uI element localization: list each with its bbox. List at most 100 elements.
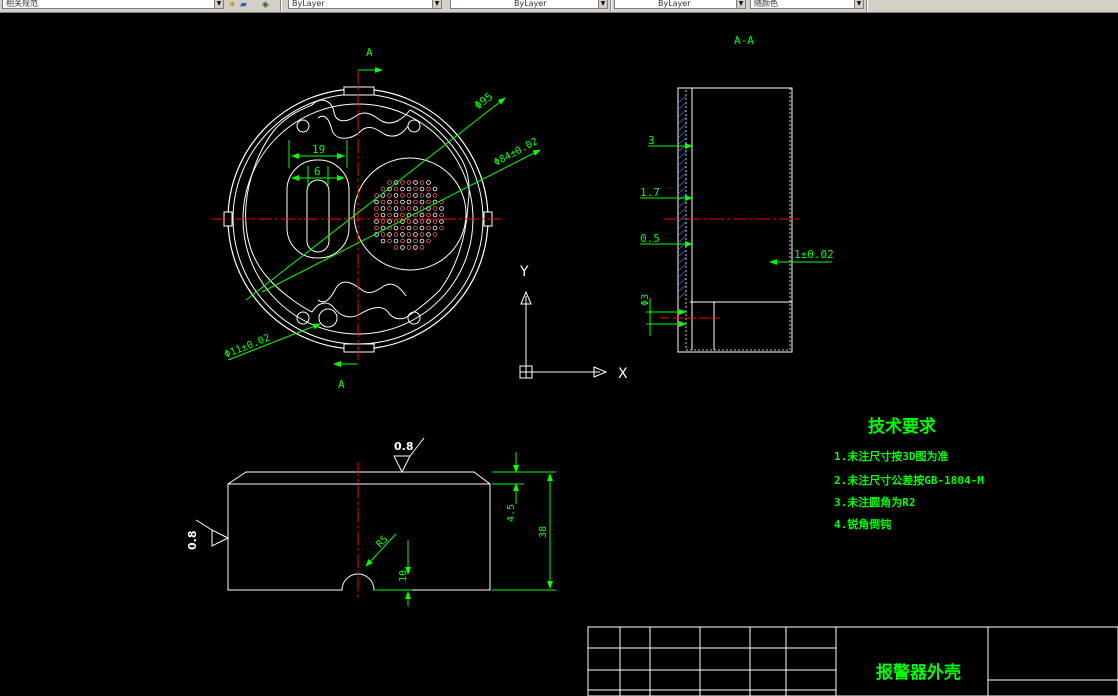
- speaker-hole: [380, 212, 386, 218]
- hatch-line: [678, 270, 687, 278]
- speaker-hole: [387, 232, 392, 237]
- tech-item: 2.未注尺寸公差按GB-1804-M: [834, 473, 984, 487]
- chevron-down-icon[interactable]: ▼: [598, 0, 607, 8]
- plotstyle-combo[interactable]: 随颜色 ▼: [750, 0, 864, 9]
- section-hatch: [678, 95, 687, 299]
- dim-3: 3: [648, 134, 655, 147]
- speaker-hole: [432, 212, 438, 218]
- color-combo[interactable]: ByLayer ▼: [288, 0, 442, 9]
- hatch-line: [678, 179, 687, 187]
- speaker-hole: [380, 219, 386, 224]
- speaker-hole: [406, 186, 412, 192]
- dim-38: 38: [538, 526, 549, 538]
- speaker-hole: [393, 193, 399, 198]
- tech-requirements: 技术要求 1.未注尺寸按3D图为准 2.未注尺寸公差按GB-1804-M 3.未…: [834, 416, 984, 531]
- layer-manager-icon[interactable]: ▰: [240, 0, 247, 10]
- speaker-hole: [432, 206, 438, 211]
- title-block: 报警器外壳: [587, 626, 1118, 696]
- tech-item: 3.未注圆角为R2: [834, 495, 916, 509]
- speaker-hole: [393, 225, 399, 231]
- speaker-hole: [419, 212, 425, 218]
- speaker-hole: [419, 225, 425, 231]
- speaker-hole: [387, 212, 392, 218]
- layer-state-icon[interactable]: ☀: [228, 0, 237, 10]
- section-inner-dashed: [685, 87, 791, 351]
- hatch-line: [678, 291, 687, 299]
- speaker-hole: [419, 238, 425, 244]
- text-style-combo[interactable]: 相关规范 ▼: [2, 0, 224, 9]
- chevron-down-icon[interactable]: ▼: [432, 0, 441, 8]
- speaker-hole: [387, 238, 392, 244]
- color-value: ByLayer: [292, 0, 325, 8]
- speaker-hole: [380, 238, 386, 244]
- speaker-hole: [406, 206, 412, 211]
- speaker-hole: [387, 206, 392, 211]
- chevron-down-icon[interactable]: ▼: [214, 0, 223, 8]
- speaker-hole: [406, 225, 412, 231]
- speaker-hole: [406, 219, 412, 224]
- speaker-hole-pattern: [374, 180, 444, 250]
- speaker-hole: [413, 206, 418, 211]
- lineweight-combo[interactable]: ByLayer ▼: [614, 0, 746, 9]
- phi11-hole: [318, 308, 338, 328]
- dim-6: 6: [314, 165, 321, 178]
- hatch-line: [678, 200, 687, 208]
- toolbar-separator: [866, 0, 868, 11]
- layer-previous-icon[interactable]: ◈: [262, 0, 269, 10]
- hatch-line: [678, 123, 687, 131]
- speaker-hole: [380, 232, 386, 237]
- speaker-hole: [426, 232, 431, 237]
- hatch-line: [678, 277, 687, 285]
- speaker-hole: [426, 199, 431, 205]
- phi95-leader: [245, 97, 506, 301]
- chevron-down-icon[interactable]: ▼: [736, 0, 745, 8]
- speaker-hole: [419, 219, 425, 224]
- chevron-down-icon[interactable]: ▼: [854, 0, 863, 8]
- speaker-hole: [426, 186, 431, 192]
- left-pocket: [286, 159, 350, 259]
- dim-r5: R5: [374, 534, 390, 550]
- lineweight-value: ByLayer: [658, 0, 691, 8]
- hatch-line: [678, 109, 687, 117]
- speaker-hole: [374, 225, 379, 231]
- speaker-hole: [432, 186, 438, 192]
- axis-y-label: Y: [519, 264, 529, 280]
- speaker-hole: [393, 180, 399, 185]
- dim-phi11: Φ11±0.02: [223, 333, 272, 361]
- speaker-hole: [413, 219, 418, 224]
- speaker-hole: [393, 245, 399, 250]
- speaker-hole: [387, 193, 392, 198]
- plotstyle-value: 随颜色: [754, 0, 778, 8]
- speaker-hole: [406, 199, 412, 205]
- text-style-value: 相关规范: [6, 0, 38, 8]
- hatch-line: [678, 151, 687, 159]
- speaker-hole: [419, 232, 425, 237]
- speaker-hole: [426, 225, 431, 231]
- speaker-hole: [432, 232, 438, 237]
- dim-phi84: Φ84±0.02: [492, 136, 540, 168]
- dim-phi3: Φ3: [640, 294, 651, 306]
- side-view: 0.8 0.8 4.5 38 10 R5: [186, 437, 556, 606]
- speaker-hole: [406, 245, 412, 250]
- speaker-hole: [380, 206, 386, 211]
- speaker-hole: [387, 199, 392, 205]
- linetype-combo[interactable]: ByLayer ▼: [450, 0, 608, 9]
- inner-frame: [245, 99, 470, 320]
- dim-phi95: Φ95: [472, 90, 496, 112]
- dim-1-7: 1.7: [640, 186, 660, 199]
- speaker-hole: [406, 193, 412, 198]
- hatch-line: [678, 193, 687, 201]
- speaker-hole: [400, 238, 405, 244]
- toolbar-separator: [610, 0, 612, 11]
- dim-1-tol: 1±0.02: [794, 248, 834, 261]
- speaker-hole: [387, 219, 392, 224]
- section-view: A-A 3 1.7 0.5 Φ3 1±0.02: [640, 34, 834, 353]
- tech-title: 技术要求: [868, 416, 936, 437]
- hatch-line: [678, 137, 687, 145]
- tech-item: 4.锐角倒钝: [834, 517, 891, 531]
- drawing-canvas[interactable]: A A Φ95 Φ84±0.02 Φ11±0.02 19 6 Y X A-A: [0, 12, 1118, 696]
- ucs-icon: Y X: [519, 264, 628, 382]
- hatch-line: [678, 214, 687, 222]
- speaker-hole: [374, 212, 379, 218]
- speaker-hole: [419, 180, 425, 185]
